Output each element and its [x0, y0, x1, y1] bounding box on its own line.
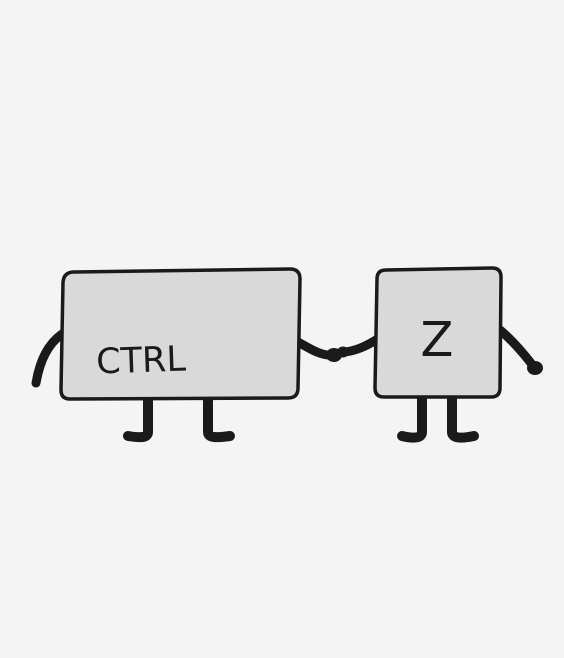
z-key-label: Z [421, 312, 454, 368]
z-left-arm [339, 335, 381, 357]
ctrl-right-leg [203, 395, 235, 443]
ctrl-left-arm [31, 329, 67, 388]
ctrl-key-label: CTRL [96, 339, 187, 382]
ctrl-key-body [59, 267, 302, 401]
z-key-character: Z [339, 266, 543, 443]
z-right-leg [447, 392, 479, 443]
ctrl-key-character: CTRL [31, 267, 337, 443]
z-key-body [373, 266, 503, 399]
ctrl-left-leg [123, 395, 153, 443]
z-left-leg [397, 392, 427, 443]
z-right-arm [495, 325, 539, 372]
z-right-hand [527, 361, 543, 375]
